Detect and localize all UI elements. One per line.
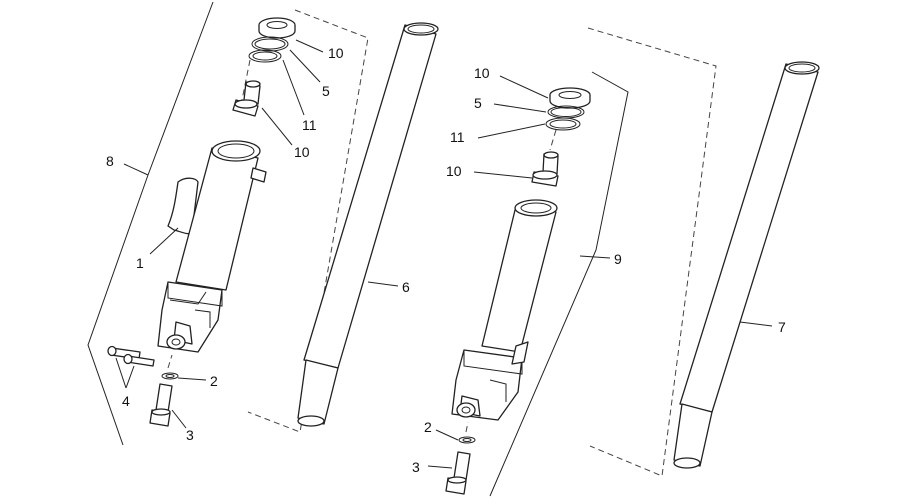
left-callout-1: 1 <box>136 255 144 271</box>
right-part-2-washer <box>458 436 476 444</box>
right-fork-slider <box>451 199 558 421</box>
left-callout-4: 4 <box>122 393 130 409</box>
right-part-7-stanchion-tube <box>673 61 820 469</box>
right-part-10-inner-piece <box>531 151 559 187</box>
left-fork-slider <box>157 140 267 353</box>
left-part-3-bolt <box>149 383 173 427</box>
left-group-bracket <box>87 1 214 446</box>
left-callout-2: 2 <box>210 373 218 389</box>
right-part-10-top-cap <box>549 87 591 109</box>
left-part-1-guard <box>167 177 199 235</box>
right-callout-5: 5 <box>474 95 482 111</box>
right-fork-assembly: 10 5 11 10 9 7 2 3 <box>412 27 820 497</box>
left-callout-10a: 10 <box>328 45 344 61</box>
left-part-10-top-cap <box>258 17 296 39</box>
right-callout-11: 11 <box>450 129 465 145</box>
left-callout-3: 3 <box>186 427 194 443</box>
left-part-4-screws <box>107 345 155 367</box>
right-callout-7: 7 <box>778 319 786 335</box>
right-callout-3: 3 <box>412 459 420 475</box>
left-part-11-washer <box>248 49 282 63</box>
left-callout-5: 5 <box>322 83 330 99</box>
left-fork-assembly: 10 5 11 10 8 1 6 2 4 3 <box>87 1 439 446</box>
right-group-bracket <box>489 71 629 497</box>
left-callout-10b: 10 <box>294 144 310 160</box>
left-part-5-oring <box>251 36 289 52</box>
left-part-10-inner-piece <box>232 80 261 117</box>
left-part-2-washer <box>161 372 179 380</box>
left-callout-8: 8 <box>106 153 114 169</box>
left-callout-6: 6 <box>402 279 410 295</box>
left-callout-11: 11 <box>302 117 317 133</box>
right-part-3-bolt <box>445 451 471 495</box>
right-dashed-outline <box>587 27 717 477</box>
right-callout-10a: 10 <box>474 65 490 81</box>
right-callout-10b: 10 <box>446 163 462 179</box>
right-part-11-washer <box>545 117 581 131</box>
left-part-6-stanchion-tube <box>297 22 439 427</box>
left-dashed-outline <box>247 9 369 433</box>
right-callout-2: 2 <box>424 419 432 435</box>
right-callout-9: 9 <box>614 251 622 267</box>
